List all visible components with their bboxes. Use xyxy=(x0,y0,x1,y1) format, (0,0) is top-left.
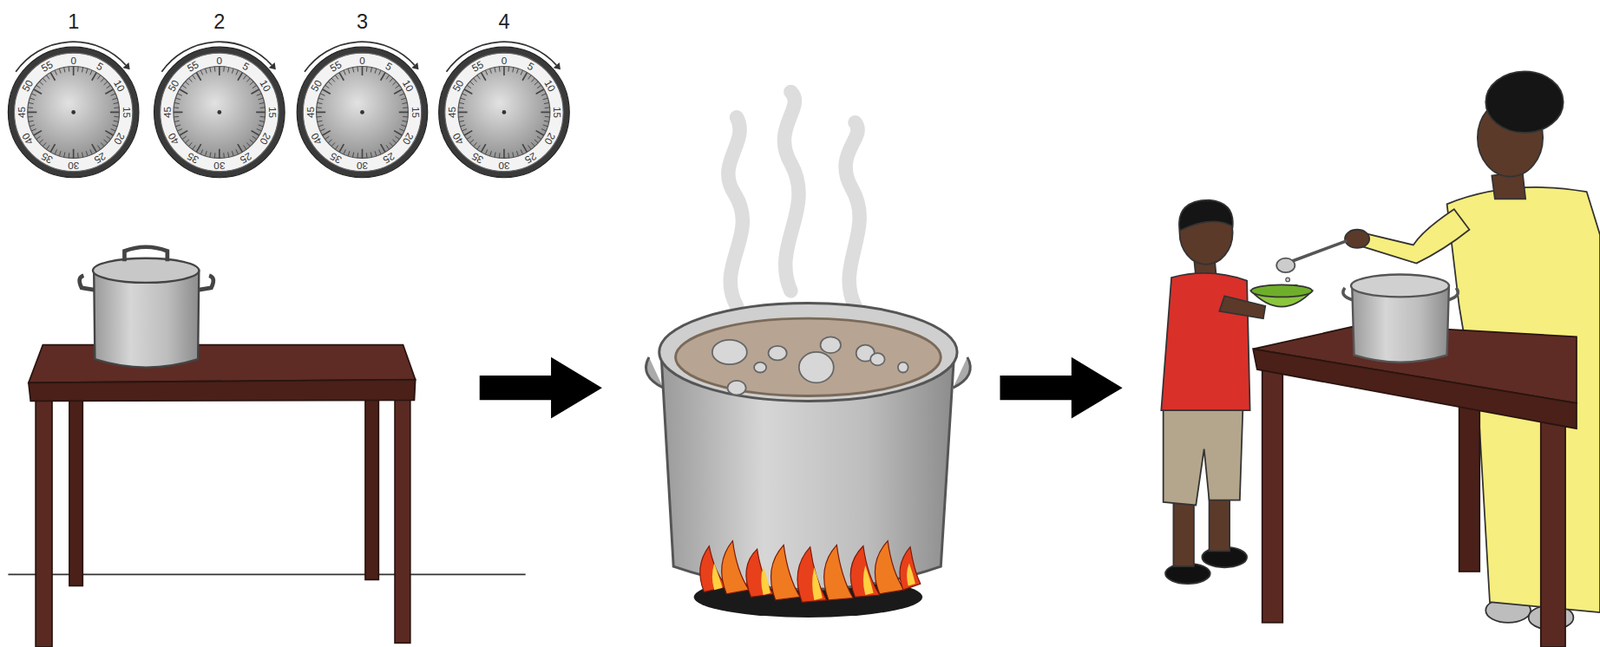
timer-number: 2 xyxy=(148,10,292,33)
serving-pot xyxy=(1343,275,1458,363)
dial-minute: 30 xyxy=(67,159,79,171)
steam xyxy=(727,91,860,307)
dial-face xyxy=(1,7,145,184)
dial-minute: 45 xyxy=(15,106,27,119)
dial-minute: 15 xyxy=(120,106,132,119)
timer-number: 1 xyxy=(1,10,145,33)
timer-number: 3 xyxy=(290,10,434,33)
dial-minute: 30 xyxy=(356,159,368,171)
dial-minute: 45 xyxy=(445,106,458,119)
left-table xyxy=(28,345,416,647)
dial-minute: 0 xyxy=(501,53,508,66)
timer-dial: 10510152025303540455055 xyxy=(1,7,145,184)
dial-minute: 30 xyxy=(213,159,225,171)
dial-minute: 45 xyxy=(161,106,173,119)
timer-dial: 20510152025303540455055 xyxy=(148,7,292,184)
dial-minute: 15 xyxy=(550,106,563,119)
dial-minute: 15 xyxy=(409,106,421,119)
flames xyxy=(700,541,921,604)
timer-number: 4 xyxy=(432,10,577,33)
boy xyxy=(1160,200,1312,584)
dial-minute: 0 xyxy=(70,53,77,66)
floor-line xyxy=(7,574,525,576)
dial-minute: 15 xyxy=(266,106,278,119)
timer-dial: 40510152025303540455055 xyxy=(432,7,577,184)
ladle xyxy=(1276,241,1347,289)
dial-minute: 45 xyxy=(303,106,315,119)
dial-face xyxy=(432,7,577,184)
step-arrow xyxy=(999,357,1122,420)
timer-dial: 30510152025303540455055 xyxy=(290,7,434,184)
food-pieces xyxy=(712,336,909,395)
dial-face xyxy=(290,7,434,184)
dial-minute: 0 xyxy=(216,53,223,66)
cooking-pot-empty xyxy=(79,247,214,368)
boiling-pot xyxy=(645,302,971,590)
step-arrow xyxy=(479,357,603,420)
dial-minute: 0 xyxy=(359,53,366,66)
dial-minute: 30 xyxy=(498,159,510,171)
dial-face xyxy=(148,7,292,184)
right-table xyxy=(1252,324,1577,647)
